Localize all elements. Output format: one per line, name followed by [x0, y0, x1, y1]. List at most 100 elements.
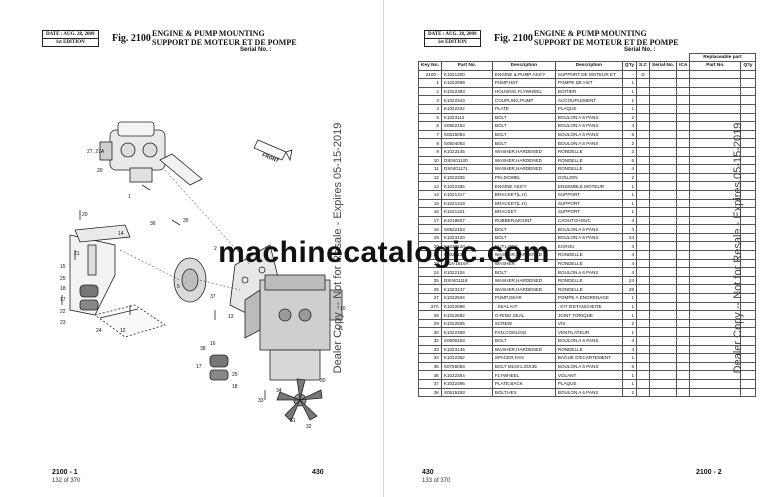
cell-ica	[676, 344, 691, 355]
rubber-mounts	[79, 284, 229, 381]
cell-desc-fr: SUPPORT	[554, 198, 623, 209]
cell-qty: 4	[621, 241, 638, 252]
callout: 1	[128, 194, 131, 200]
cell-serial	[649, 86, 678, 97]
cell-qty: 2	[621, 112, 638, 123]
cell-qty: 4	[621, 164, 638, 174]
cell-key: 29	[418, 318, 442, 329]
cell-qty: 4	[621, 344, 638, 355]
cell-desc-fr: BOULON A 6 PANS	[554, 112, 623, 123]
cell-key: 9	[418, 146, 442, 157]
cell-key: 14	[418, 189, 442, 200]
cell-sc	[636, 181, 651, 191]
cell-replaceable-qty	[740, 387, 756, 398]
cell-desc-en: BOLT	[491, 129, 556, 140]
cell-desc-fr: . KIT D'ETANCHEITE	[554, 301, 623, 312]
cell-desc-en: WASHER,HARDENED	[491, 155, 556, 166]
callout: 32	[306, 424, 312, 430]
cell-sc	[636, 293, 651, 303]
cooling-fan	[276, 378, 323, 422]
col-sc: S.C	[636, 61, 651, 71]
cell-serial	[649, 301, 678, 312]
callout: 33	[258, 398, 264, 404]
cell-desc-fr: RONDELLE	[554, 284, 623, 295]
cell-serial	[649, 353, 678, 363]
callout: 13	[228, 314, 234, 320]
cell-ica	[676, 189, 691, 200]
cell-qty: 2	[621, 138, 638, 148]
callout: 38	[200, 346, 206, 352]
cell-part: S0504063	[440, 138, 493, 148]
cell-ica	[676, 146, 691, 157]
cell-part: K1021300	[440, 69, 493, 80]
callout: 34	[276, 388, 282, 394]
cell-qty: 6	[621, 155, 638, 166]
cell-sc	[636, 95, 651, 105]
cell-qty: 2	[621, 387, 638, 398]
callout: 36	[150, 221, 156, 227]
col-replaceable-qty: Q'ty	[740, 61, 756, 71]
cell-part: K1021321	[440, 207, 493, 217]
cell-serial	[649, 327, 678, 337]
callout: 10	[340, 306, 346, 312]
cell-serial	[649, 293, 678, 303]
cell-desc-en: SCREW	[491, 318, 556, 329]
cell-ica	[676, 267, 691, 277]
cell-desc-fr: BOULON A 6 PANS	[554, 336, 623, 346]
cell-sc	[636, 250, 651, 260]
cell-serial	[649, 361, 678, 372]
cell-ica	[676, 103, 691, 114]
exploded-parts-diagram: 27, 27A 29 1 FRONT 20 21 14 36 35 2 15 2…	[60, 121, 346, 430]
cell-desc-fr: ECROU	[554, 241, 623, 252]
cell-part: S0506163	[440, 336, 493, 346]
cell-desc-en: HOUSING,FLYWHEEL	[491, 86, 556, 97]
cell-replaceable-part	[689, 78, 742, 88]
col-qty: Q'ty	[621, 61, 638, 71]
cell-ica	[676, 69, 691, 80]
callout: 2	[214, 246, 217, 252]
cell-serial	[649, 103, 678, 114]
cell-sc	[636, 267, 651, 277]
cell-sc	[636, 241, 651, 252]
leader-lines	[119, 169, 251, 291]
cell-qty: 6	[621, 129, 638, 140]
cell-desc-fr: BOULON A 6 PANS	[554, 267, 623, 277]
cell-ica	[676, 207, 691, 217]
cell-qty: 4	[621, 250, 638, 260]
callout: 15	[60, 264, 66, 270]
cell-desc-en: PLATE;BACK	[491, 378, 556, 389]
cell-part: K1022355	[440, 181, 493, 191]
cell-desc-en: PUMP,HST	[491, 78, 556, 88]
cell-key: 5	[418, 112, 442, 123]
cell-qty: 24	[621, 275, 638, 286]
figure-number: Fig. 2100	[112, 33, 151, 44]
callout: 25	[232, 372, 238, 378]
cell-part: K1022505	[440, 318, 493, 329]
cell-sc	[636, 146, 651, 157]
cell-desc-en: BOLT	[491, 336, 556, 346]
callout: 35	[183, 218, 189, 224]
cell-replaceable-part	[689, 103, 742, 114]
callout: 18	[60, 286, 66, 292]
page-title: ENGINE & PUMP MOUNTING SUPPORT DE MOTEUR…	[152, 29, 297, 47]
cell-qty: 1	[621, 310, 638, 320]
cell-qty: 1	[621, 370, 638, 380]
cell-key: 8	[418, 138, 442, 148]
cell-desc-fr: RONDELLE	[554, 258, 623, 269]
cell-ica	[676, 112, 691, 123]
cell-serial	[649, 164, 678, 174]
cell-serial	[649, 275, 678, 286]
title-en: ENGINE & PUMP MOUNTING	[152, 29, 265, 38]
cell-sc	[636, 189, 651, 200]
cell-qty: 1	[621, 103, 638, 114]
callout: 24	[96, 328, 102, 334]
callout: 5	[177, 284, 180, 290]
